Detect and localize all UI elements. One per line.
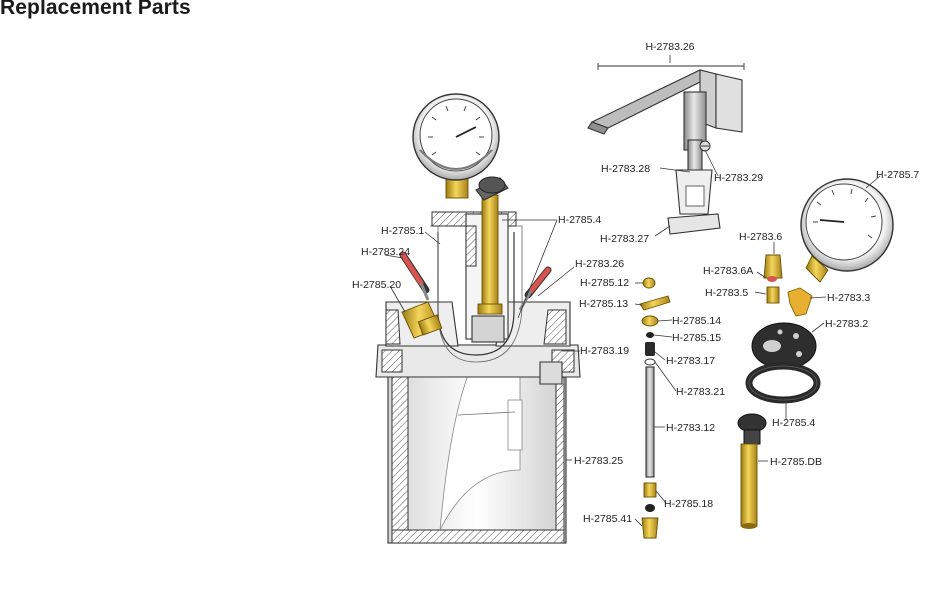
label-h2783-6a: H-2783.6A — [703, 265, 753, 277]
label-h2783-5: H-2783.5 — [705, 287, 748, 299]
pressure-pot-assembly — [375, 93, 581, 544]
part-h2785-13 — [639, 295, 671, 311]
label-h2783-29: H-2783.29 — [714, 172, 763, 184]
clamp-lever-assembly — [587, 63, 745, 235]
leader-lines — [384, 55, 881, 527]
label-h2783-26-top: H-2783.26 — [645, 41, 694, 53]
label-h2785-1: H-2785.1 — [381, 225, 424, 237]
part-h2785-14 — [641, 315, 659, 327]
label-h2783-21: H-2783.21 — [676, 386, 725, 398]
part-h2783-12 — [645, 366, 655, 478]
part-h2785-41-washer — [645, 504, 655, 512]
label-h2785-18: H-2785.18 — [664, 498, 713, 510]
part-h2785-db — [737, 413, 767, 529]
label-h2783-28: H-2783.28 — [601, 163, 650, 175]
label-h2785-14: H-2785.14 — [672, 315, 721, 327]
pot-pressure-gauge — [412, 93, 500, 199]
rim-clamp — [539, 361, 563, 385]
part-h2783-6 — [763, 254, 783, 279]
part-h2785-18 — [643, 482, 657, 498]
label-h2785-20: H-2785.20 — [352, 279, 401, 291]
label-h2783-6: H-2783.6 — [739, 231, 782, 243]
label-h2783-25: H-2783.25 — [574, 455, 623, 467]
label-h2783-2: H-2783.2 — [825, 318, 868, 330]
stem-small-parts — [639, 277, 671, 539]
page-title: Replacement Parts — [0, 0, 191, 19]
part-h2783-2 — [751, 322, 817, 370]
label-h2785-15: H-2785.15 — [672, 332, 721, 344]
brass-relief-valve — [401, 301, 443, 339]
replacement-pressure-gauge — [800, 178, 894, 283]
right-clamp-handle — [518, 266, 552, 311]
part-h2783-6a — [767, 276, 777, 282]
label-h2783-17: H-2783.17 — [666, 355, 715, 367]
label-h2785-7: H-2785.7 — [876, 169, 919, 181]
part-h2783-17 — [645, 342, 655, 356]
label-h2783-12: H-2783.12 — [666, 422, 715, 434]
lid-small-parts — [737, 254, 821, 529]
part-h2783-5 — [766, 286, 780, 304]
label-h2785-12: H-2785.12 — [580, 277, 629, 289]
label-h2785-4-right: H-2785.4 — [772, 417, 815, 429]
label-h2785-41: H-2785.41 — [583, 513, 632, 525]
part-h2785-12 — [642, 277, 656, 289]
label-h2783-19: H-2783.19 — [580, 345, 629, 357]
valve-stem-assembly — [465, 176, 509, 343]
left-clamp-handle — [399, 251, 430, 301]
label-h2783-27: H-2783.27 — [600, 233, 649, 245]
part-h2783-21 — [644, 358, 656, 366]
label-h2783-3: H-2783.3 — [827, 292, 870, 304]
label-h2783-24: H-2783.24 — [361, 246, 410, 258]
part-h2785-15 — [646, 332, 654, 338]
part-h2783-3 — [787, 287, 813, 317]
label-h2785-4-top: H-2785.4 — [558, 214, 601, 226]
part-h2785-4-gasket — [745, 362, 821, 404]
pot-body — [387, 344, 567, 544]
part-labels: H-2783.26 H-2783.28 H-2783.29 H-2783.27 … — [352, 41, 919, 525]
label-h2783-26-mid: H-2783.26 — [575, 258, 624, 270]
label-h2785-db: H-2785.DB — [770, 456, 822, 468]
part-h2785-41 — [641, 517, 659, 539]
label-h2785-13: H-2785.13 — [579, 298, 628, 310]
